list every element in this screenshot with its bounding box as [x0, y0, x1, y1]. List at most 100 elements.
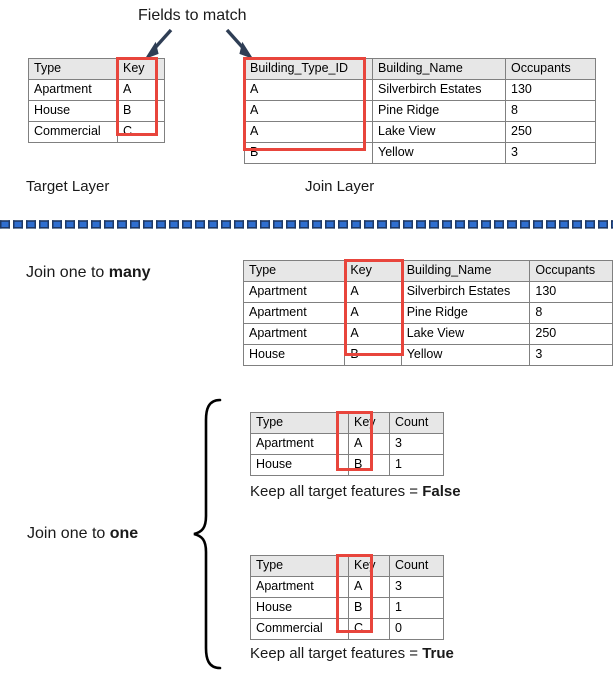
keep-all-false-prefix: Keep all target features =	[250, 483, 423, 500]
cell-count: 1	[389, 454, 444, 476]
cell-building-name: Yellow	[400, 344, 531, 366]
table-row: Apartment A	[28, 79, 165, 101]
table-row: House B	[28, 100, 165, 122]
cell-building-type-id: B	[244, 142, 373, 164]
target-layer-table: Type Key Apartment A House B Commercial …	[28, 58, 165, 143]
keep-all-true-prefix: Keep all target features =	[250, 645, 423, 662]
cell-key: B	[348, 454, 390, 476]
table-row: A Silverbirch Estates 130	[244, 79, 596, 101]
cell-type: House	[250, 597, 349, 619]
join-one-to-many-emphasis: many	[108, 264, 151, 281]
cell-key: B	[117, 100, 165, 122]
cell-key: A	[117, 79, 165, 101]
cell-count: 0	[389, 618, 444, 640]
cell-type: Commercial	[28, 121, 118, 143]
table-row: House B Yellow 3	[242, 344, 613, 366]
table-row: Apartment A 3	[250, 433, 444, 455]
fields-to-match-label: Fields to match	[138, 7, 247, 24]
cell-occupants: 250	[505, 121, 596, 143]
cell-occupants: 3	[529, 344, 613, 366]
cell-building-name: Silverbirch Estates	[400, 281, 531, 303]
arrow-left-icon	[144, 28, 173, 59]
table-row: Commercial C 0	[250, 618, 444, 640]
table-row: Commercial C	[28, 121, 165, 143]
cell-key: A	[344, 302, 402, 324]
column-header-count: Count	[389, 412, 444, 434]
join-layer-table: Building_Type_ID Building_Name Occupants…	[244, 58, 596, 164]
table-header-row: Type Key Building_Name Occupants	[242, 260, 613, 282]
cell-type: Commercial	[250, 618, 349, 640]
table-row: Apartment A Silverbirch Estates 130	[242, 281, 613, 303]
cell-type: Apartment	[250, 576, 349, 598]
cell-occupants: 250	[529, 323, 613, 345]
column-header-key: Key	[348, 412, 390, 434]
join-layer-caption: Join Layer	[305, 178, 375, 195]
table-header-row: Type Key	[28, 58, 165, 80]
cell-occupants: 3	[505, 142, 596, 164]
table-row: House B 1	[250, 454, 444, 476]
keep-all-false-caption: Keep all target features = False	[250, 483, 461, 501]
table-row: House B 1	[250, 597, 444, 619]
cell-type: House	[242, 344, 346, 366]
cell-building-name: Silverbirch Estates	[372, 79, 506, 101]
column-header-building-type-id: Building_Type_ID	[244, 58, 373, 80]
cell-key: B	[348, 597, 390, 619]
column-header-type: Type	[250, 555, 349, 577]
one-to-one-false-table: Type Key Count Apartment A 3 House B 1	[250, 412, 444, 476]
one-to-one-true-table: Type Key Count Apartment A 3 House B 1 C…	[250, 555, 444, 640]
cell-type: House	[28, 100, 118, 122]
cell-key: A	[348, 576, 390, 598]
cell-occupants: 8	[505, 100, 596, 122]
cell-key: A	[344, 323, 402, 345]
table-header-row: Building_Type_ID Building_Name Occupants	[244, 58, 596, 80]
column-header-type: Type	[250, 412, 349, 434]
cell-type: Apartment	[242, 323, 346, 345]
cell-count: 1	[389, 597, 444, 619]
one-to-one-false-table-wrap: Type Key Count Apartment A 3 House B 1	[250, 412, 444, 476]
one-to-many-result-table-wrap: Type Key Building_Name Occupants Apartme…	[242, 260, 613, 366]
column-header-key: Key	[348, 555, 390, 577]
cell-key: A	[344, 281, 402, 303]
cell-building-name: Lake View	[400, 323, 531, 345]
table-header-row: Type Key Count	[250, 555, 444, 577]
cell-occupants: 130	[529, 281, 613, 303]
cell-key: A	[348, 433, 390, 455]
column-header-key: Key	[344, 260, 402, 282]
cell-building-type-id: A	[244, 100, 373, 122]
cell-key: C	[348, 618, 390, 640]
cell-type: House	[250, 454, 349, 476]
target-layer-table-wrap: Type Key Apartment A House B Commercial …	[28, 58, 165, 143]
cell-building-type-id: A	[244, 121, 373, 143]
keep-all-false-value: False	[422, 483, 461, 500]
one-to-many-result-table: Type Key Building_Name Occupants Apartme…	[242, 260, 613, 366]
arrow-right-icon	[225, 28, 254, 59]
column-header-count: Count	[389, 555, 444, 577]
cell-type: Apartment	[28, 79, 118, 101]
join-one-to-one-prefix: Join one to	[27, 525, 110, 542]
join-one-to-one-emphasis: one	[109, 525, 139, 542]
table-row: A Lake View 250	[244, 121, 596, 143]
cell-count: 3	[389, 576, 444, 598]
keep-all-true-value: True	[422, 645, 454, 662]
join-one-to-many-label: Join one to many	[26, 263, 151, 282]
table-row: Apartment A Lake View 250	[242, 323, 613, 345]
cell-key: C	[117, 121, 165, 143]
table-row: Apartment A Pine Ridge 8	[242, 302, 613, 324]
cell-type: Apartment	[242, 302, 346, 324]
column-header-occupants: Occupants	[529, 260, 613, 282]
cell-count: 3	[389, 433, 444, 455]
cell-occupants: 130	[505, 79, 596, 101]
cell-type: Apartment	[242, 281, 346, 303]
table-header-row: Type Key Count	[250, 412, 444, 434]
table-row: Apartment A 3	[250, 576, 444, 598]
column-header-type: Type	[242, 260, 346, 282]
column-header-building-name: Building_Name	[400, 260, 531, 282]
cell-key: B	[344, 344, 402, 366]
section-divider	[0, 219, 613, 230]
cell-building-name: Pine Ridge	[400, 302, 531, 324]
one-to-one-true-table-wrap: Type Key Count Apartment A 3 House B 1 C…	[250, 555, 444, 640]
cell-building-name: Yellow	[372, 142, 506, 164]
cell-occupants: 8	[529, 302, 613, 324]
column-header-type: Type	[28, 58, 118, 80]
keep-all-true-caption: Keep all target features = True	[250, 645, 454, 663]
